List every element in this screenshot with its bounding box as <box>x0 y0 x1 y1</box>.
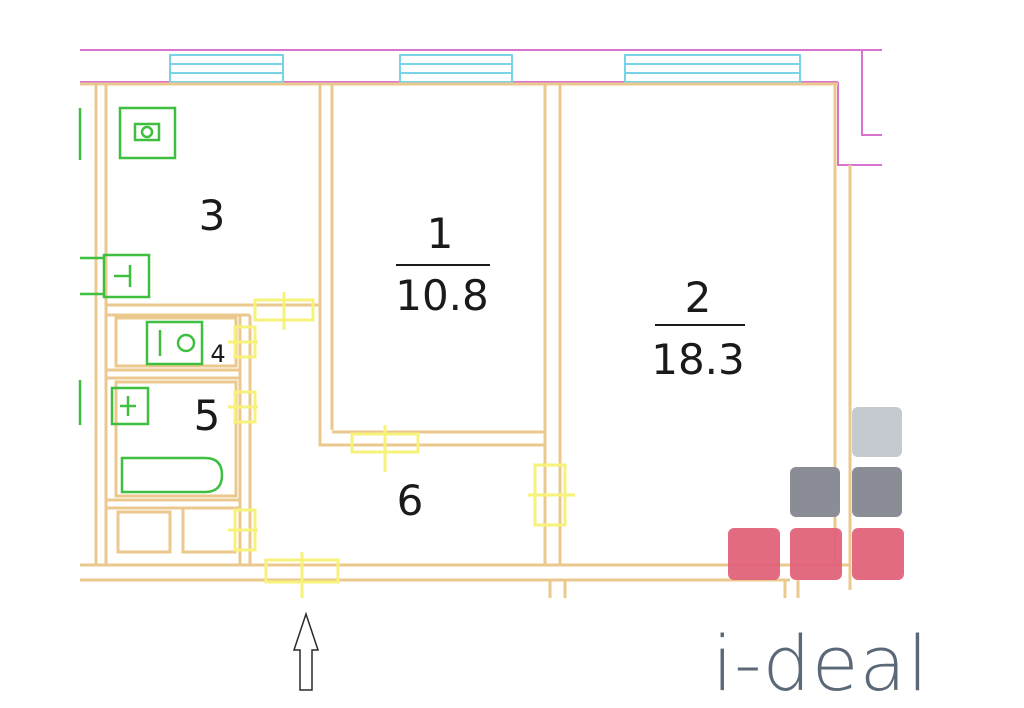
door-toilet <box>228 325 258 359</box>
logo-square <box>790 528 842 580</box>
toilet-icon <box>145 320 204 366</box>
windows <box>169 54 801 83</box>
room-2-number: 2 <box>685 273 712 322</box>
fixtures <box>78 106 224 494</box>
room-3-number: 3 <box>199 191 226 240</box>
logo-square <box>852 407 902 457</box>
room-1-area: 10.8 <box>395 271 489 320</box>
bathtub-icon <box>120 456 224 494</box>
brand-logo-text: i-deal <box>712 619 930 708</box>
room-4-number: 4 <box>210 340 225 368</box>
room-5-number: 5 <box>194 391 221 440</box>
logo-mark <box>728 407 904 580</box>
door-room-3 <box>253 292 315 330</box>
washbasin-icon <box>110 386 150 426</box>
door-room-1 <box>350 425 420 472</box>
door-utility <box>228 508 258 552</box>
room-2-area: 18.3 <box>651 335 745 384</box>
logo-square <box>728 528 780 580</box>
door-bathroom <box>228 390 258 424</box>
doors <box>228 292 575 598</box>
entrance-arrow-icon <box>292 611 320 691</box>
room-1-number: 1 <box>427 209 454 258</box>
outer-wall <box>80 49 882 166</box>
window-room-1 <box>399 54 513 83</box>
room-6-number: 6 <box>397 476 424 525</box>
window-room-3 <box>169 54 284 83</box>
door-entrance <box>264 552 340 598</box>
logo-square <box>852 467 902 517</box>
door-room-2 <box>528 463 575 527</box>
logo-square <box>790 467 840 517</box>
sink-icon <box>80 253 151 299</box>
stove-icon <box>118 106 177 160</box>
logo-square <box>852 528 904 580</box>
window-room-2 <box>624 54 801 83</box>
